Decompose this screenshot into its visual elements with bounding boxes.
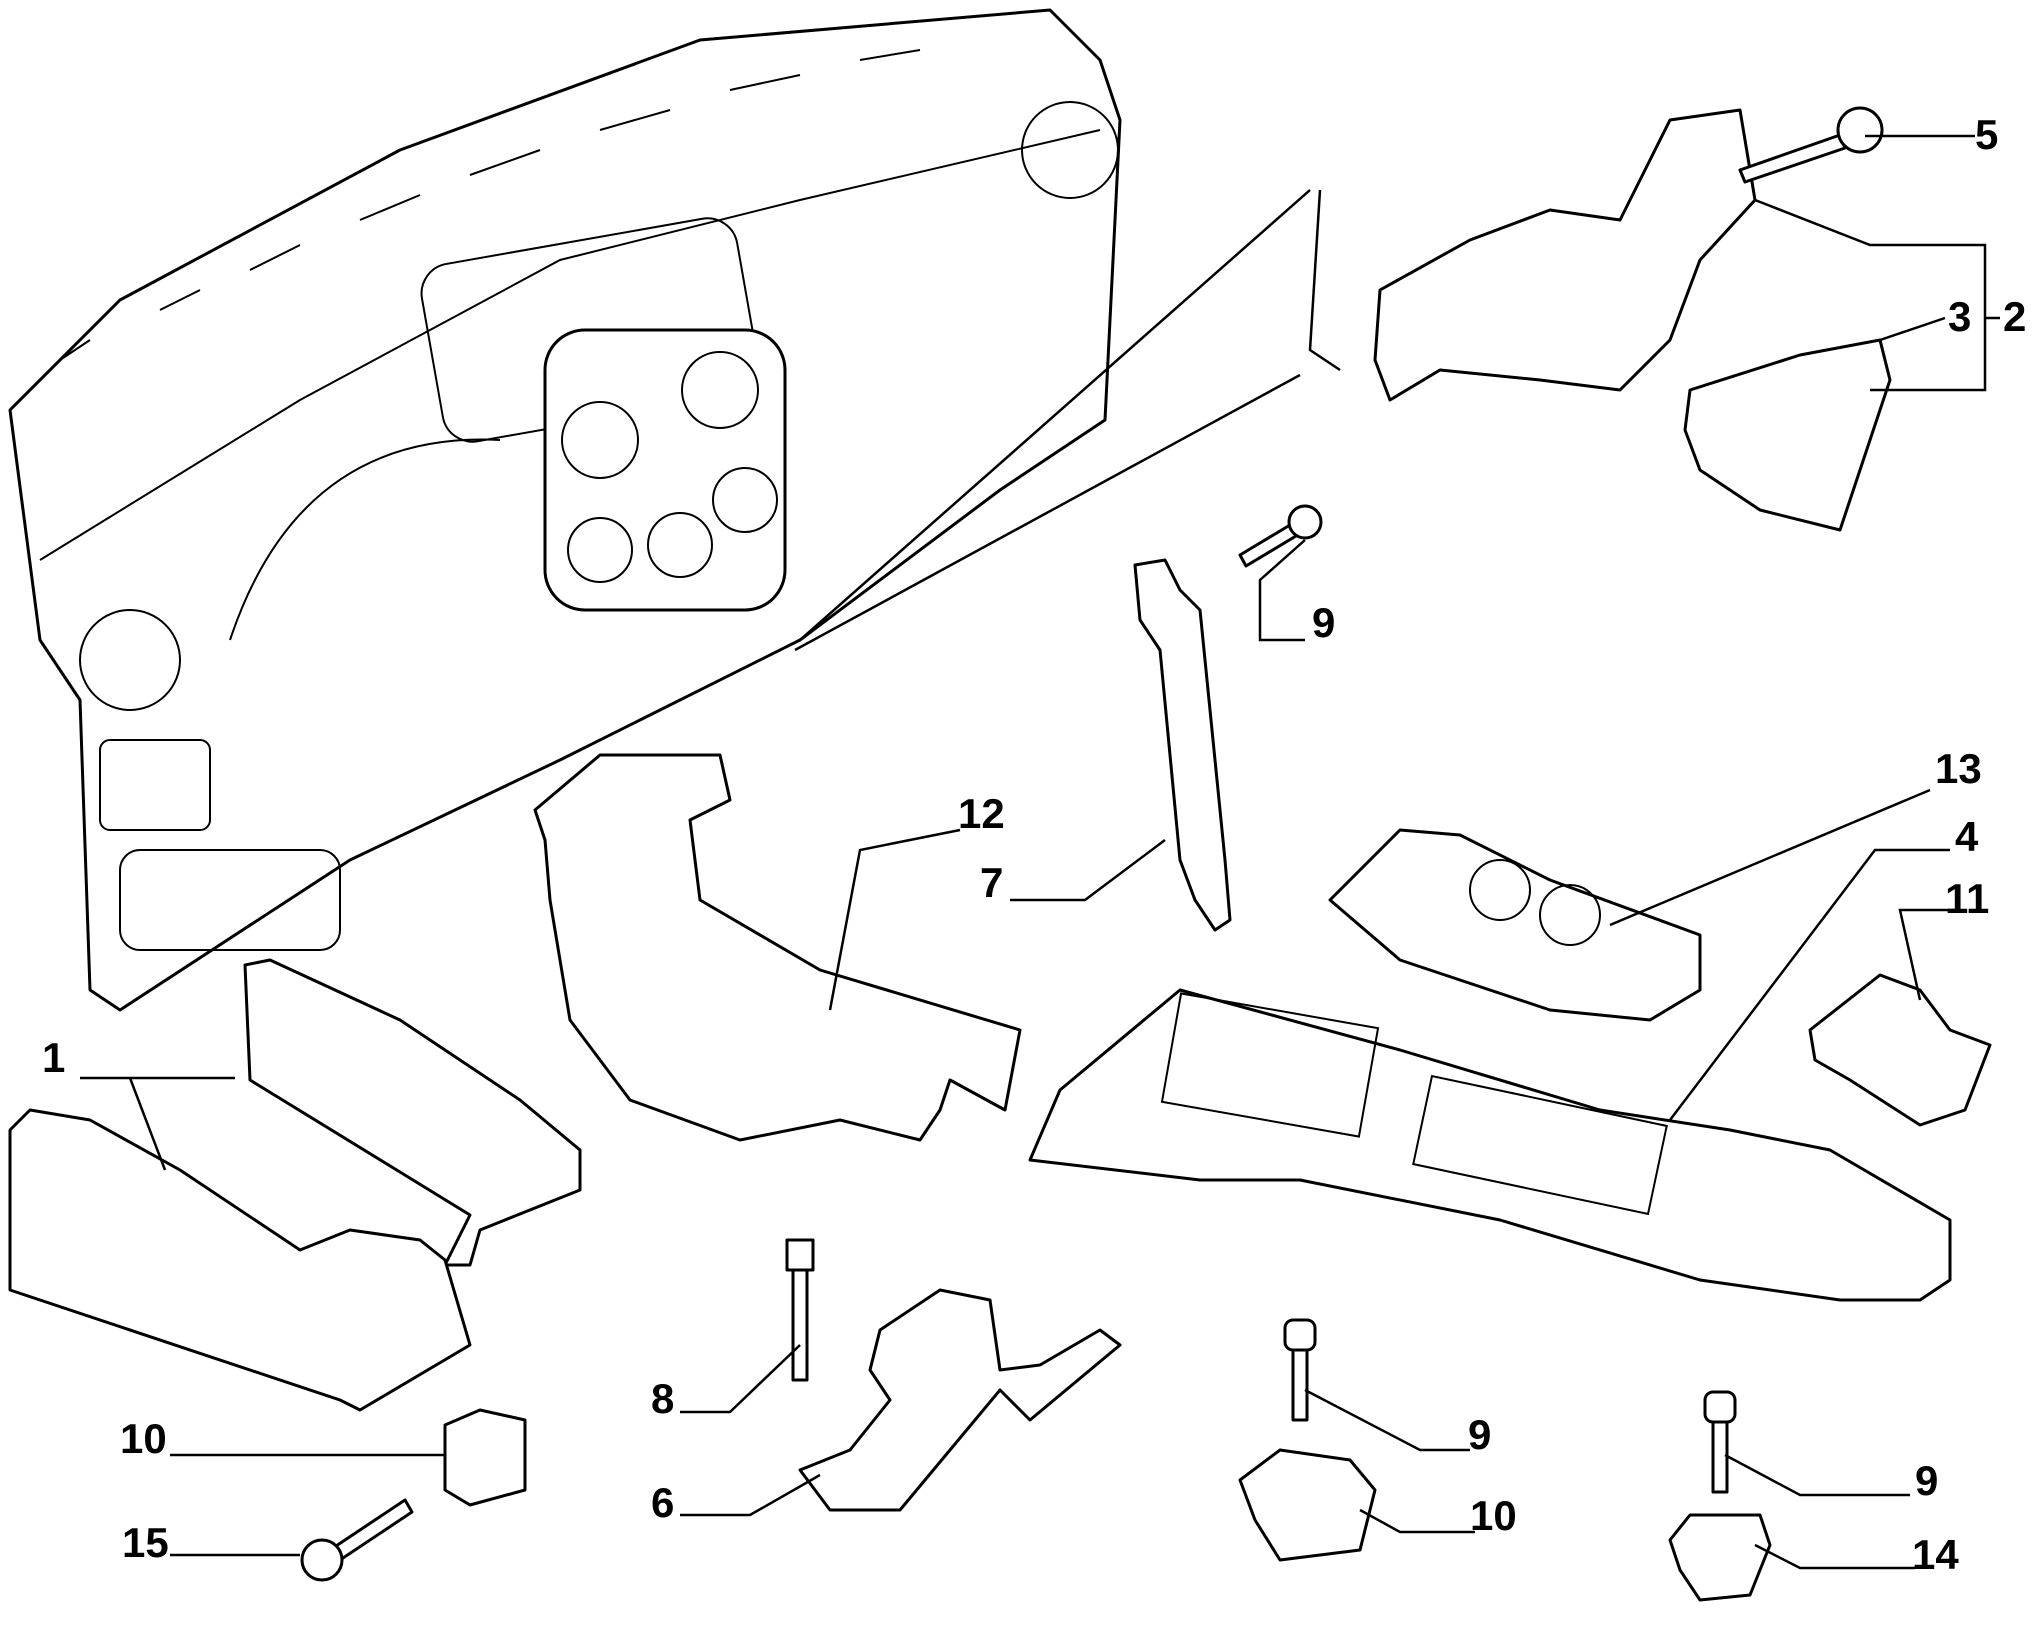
callout-2: 2 — [2003, 293, 2027, 340]
bolt-part-15 — [300, 1498, 414, 1582]
bolt-part-9-right — [1703, 1390, 1737, 1494]
callout-9-right: 9 — [1915, 1457, 1939, 1504]
callout-15: 15 — [122, 1519, 169, 1566]
callout-11: 11 — [1945, 875, 1990, 922]
callout-1: 1 — [42, 1034, 66, 1081]
callout-9-top: 9 — [1312, 599, 1336, 646]
leader-lines — [80, 134, 2000, 1570]
callout-4: 4 — [1955, 813, 1979, 860]
cap-part-14 — [1668, 1513, 1772, 1602]
callout-7: 7 — [980, 859, 1004, 906]
callout-13: 13 — [1935, 745, 1982, 792]
cover-part-11 — [1808, 973, 1992, 1127]
dashboard — [8, 8, 1122, 1012]
console-part-13 — [1328, 828, 1702, 1022]
bracket-part-7 — [1133, 558, 1232, 932]
duct-part-1 — [243, 958, 582, 1267]
bolt-part-5 — [1738, 106, 1884, 184]
cover-part-3 — [1683, 338, 1892, 532]
bolt-part-9-top — [1238, 504, 1323, 568]
callout-10-left: 10 — [120, 1415, 167, 1462]
callout-8: 8 — [651, 1375, 675, 1422]
callout-5: 5 — [1975, 111, 1999, 158]
console-part-4 — [1028, 988, 1952, 1302]
bolt-part-9-middle — [1283, 1318, 1317, 1422]
callout-6: 6 — [651, 1479, 675, 1526]
bolt-part-8 — [785, 1238, 815, 1382]
clip-part-10-middle — [1238, 1448, 1377, 1562]
bracket-part-2 — [1373, 108, 1757, 402]
callout-3: 3 — [1948, 293, 1972, 340]
callout-10-middle: 10 — [1470, 1492, 1517, 1539]
callout-12: 12 — [958, 790, 1005, 837]
callout-9-middle: 9 — [1468, 1411, 1492, 1458]
air-duct-part-12 — [533, 753, 1022, 1142]
clip-part-10-left — [443, 1408, 527, 1507]
callout-14: 14 — [1912, 1531, 1959, 1578]
bracket-part-6 — [798, 1288, 1122, 1512]
